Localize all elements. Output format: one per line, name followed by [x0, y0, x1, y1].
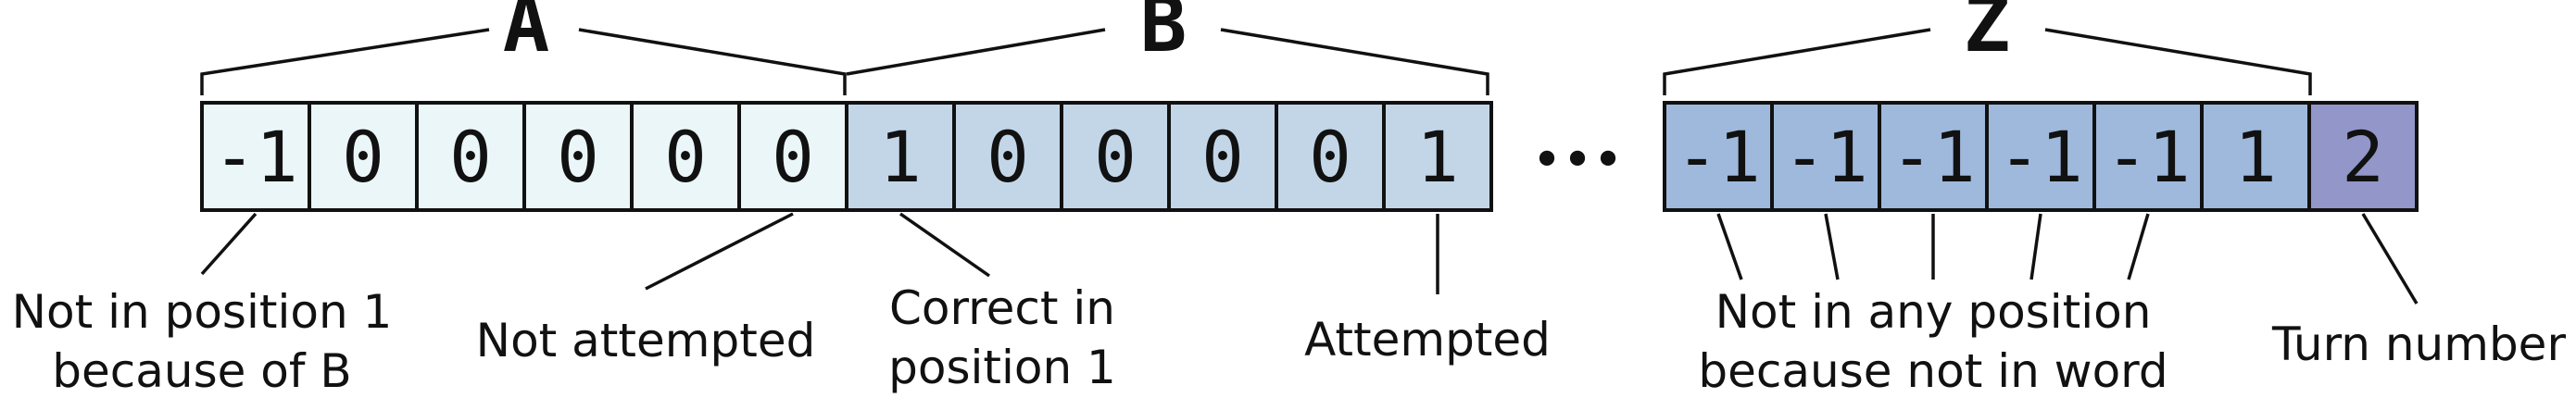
vector-b: 1 0 0 0 0 1 [845, 101, 1493, 212]
cell-b-5 [1275, 101, 1386, 212]
turn-cell: 2 [2307, 101, 2419, 212]
annotation-not-in-position-line1: Not in position 1 [12, 285, 393, 339]
cell-a-2-value: 0 [342, 116, 384, 198]
vector-a: -1 0 0 0 0 0 [200, 101, 848, 212]
bracket-b [846, 28, 1489, 95]
leader-not-in-word-5 [2127, 213, 2150, 280]
vector-z: -1 -1 -1 -1 -1 1 [1663, 101, 2311, 212]
group-label-b: B [1140, 0, 1187, 69]
annotation-attempted: Attempted [1304, 313, 1551, 367]
ellipsis: ••• [1531, 131, 1623, 191]
cell-a-5 [630, 101, 741, 212]
turn-cell-box [2307, 101, 2419, 212]
group-label-z: Z [1964, 0, 2011, 69]
cell-z-5 [2092, 101, 2204, 212]
cell-b-6 [1382, 101, 1493, 212]
cell-b-3 [1060, 101, 1171, 212]
cell-a-4-value: 0 [557, 116, 599, 198]
bracket-a [200, 28, 847, 95]
cell-z-2 [1770, 101, 1881, 212]
cell-b-2 [952, 101, 1063, 212]
cell-b-3-value: 0 [1094, 116, 1137, 198]
cell-z-6-value: 1 [2234, 116, 2277, 198]
leader-turn-number [2361, 213, 2419, 305]
cell-a-4 [522, 101, 634, 212]
cell-a-5-value: 0 [664, 116, 707, 198]
cell-z-6 [2200, 101, 2311, 212]
cell-a-3-value: 0 [449, 116, 492, 198]
cell-a-1-value: -1 [213, 116, 298, 198]
cell-a-6 [737, 101, 848, 212]
cell-b-4-value: 0 [1201, 116, 1244, 198]
annotation-not-in-word-line2: because not in word [1698, 344, 2168, 398]
cell-z-2-value: -1 [1783, 116, 1868, 198]
cell-b-5-value: 0 [1309, 116, 1351, 198]
cell-z-1 [1663, 101, 1774, 212]
group-label-a: A [503, 0, 550, 69]
cell-b-1-value: 1 [879, 116, 922, 198]
annotation-turn-number: Turn number [2271, 317, 2566, 371]
bracket-z [1663, 28, 2312, 95]
annotation-correct-line1: Correct in [889, 281, 1115, 335]
leader-not-in-word-1 [1716, 213, 1743, 280]
cell-b-1 [845, 101, 956, 212]
annotation-not-in-word-line1: Not in any position [1715, 285, 2152, 339]
cell-b-6-value: 1 [1416, 116, 1459, 198]
turn-cell-value: 2 [2342, 116, 2384, 198]
cell-z-4-value: -1 [1998, 116, 2083, 198]
annotation-not-in-position-line2: because of B [52, 344, 351, 398]
leader-not-attempted [645, 212, 794, 291]
cell-z-5-value: -1 [2105, 116, 2191, 198]
cell-b-4 [1167, 101, 1278, 212]
leader-not-in-position [200, 212, 258, 276]
cell-a-1 [200, 101, 311, 212]
annotation-not-attempted: Not attempted [476, 314, 816, 367]
cell-z-1-value: -1 [1676, 116, 1761, 198]
annotation-correct-line2: position 1 [888, 341, 1116, 394]
leader-correct [898, 212, 991, 278]
leader-not-in-word-4 [2029, 213, 2042, 280]
cell-a-6-value: 0 [772, 116, 814, 198]
leader-lines [200, 212, 2419, 305]
cell-z-3-value: -1 [1891, 116, 1976, 198]
cell-b-2-value: 0 [986, 116, 1029, 198]
leader-not-in-word-2 [1824, 213, 1840, 280]
